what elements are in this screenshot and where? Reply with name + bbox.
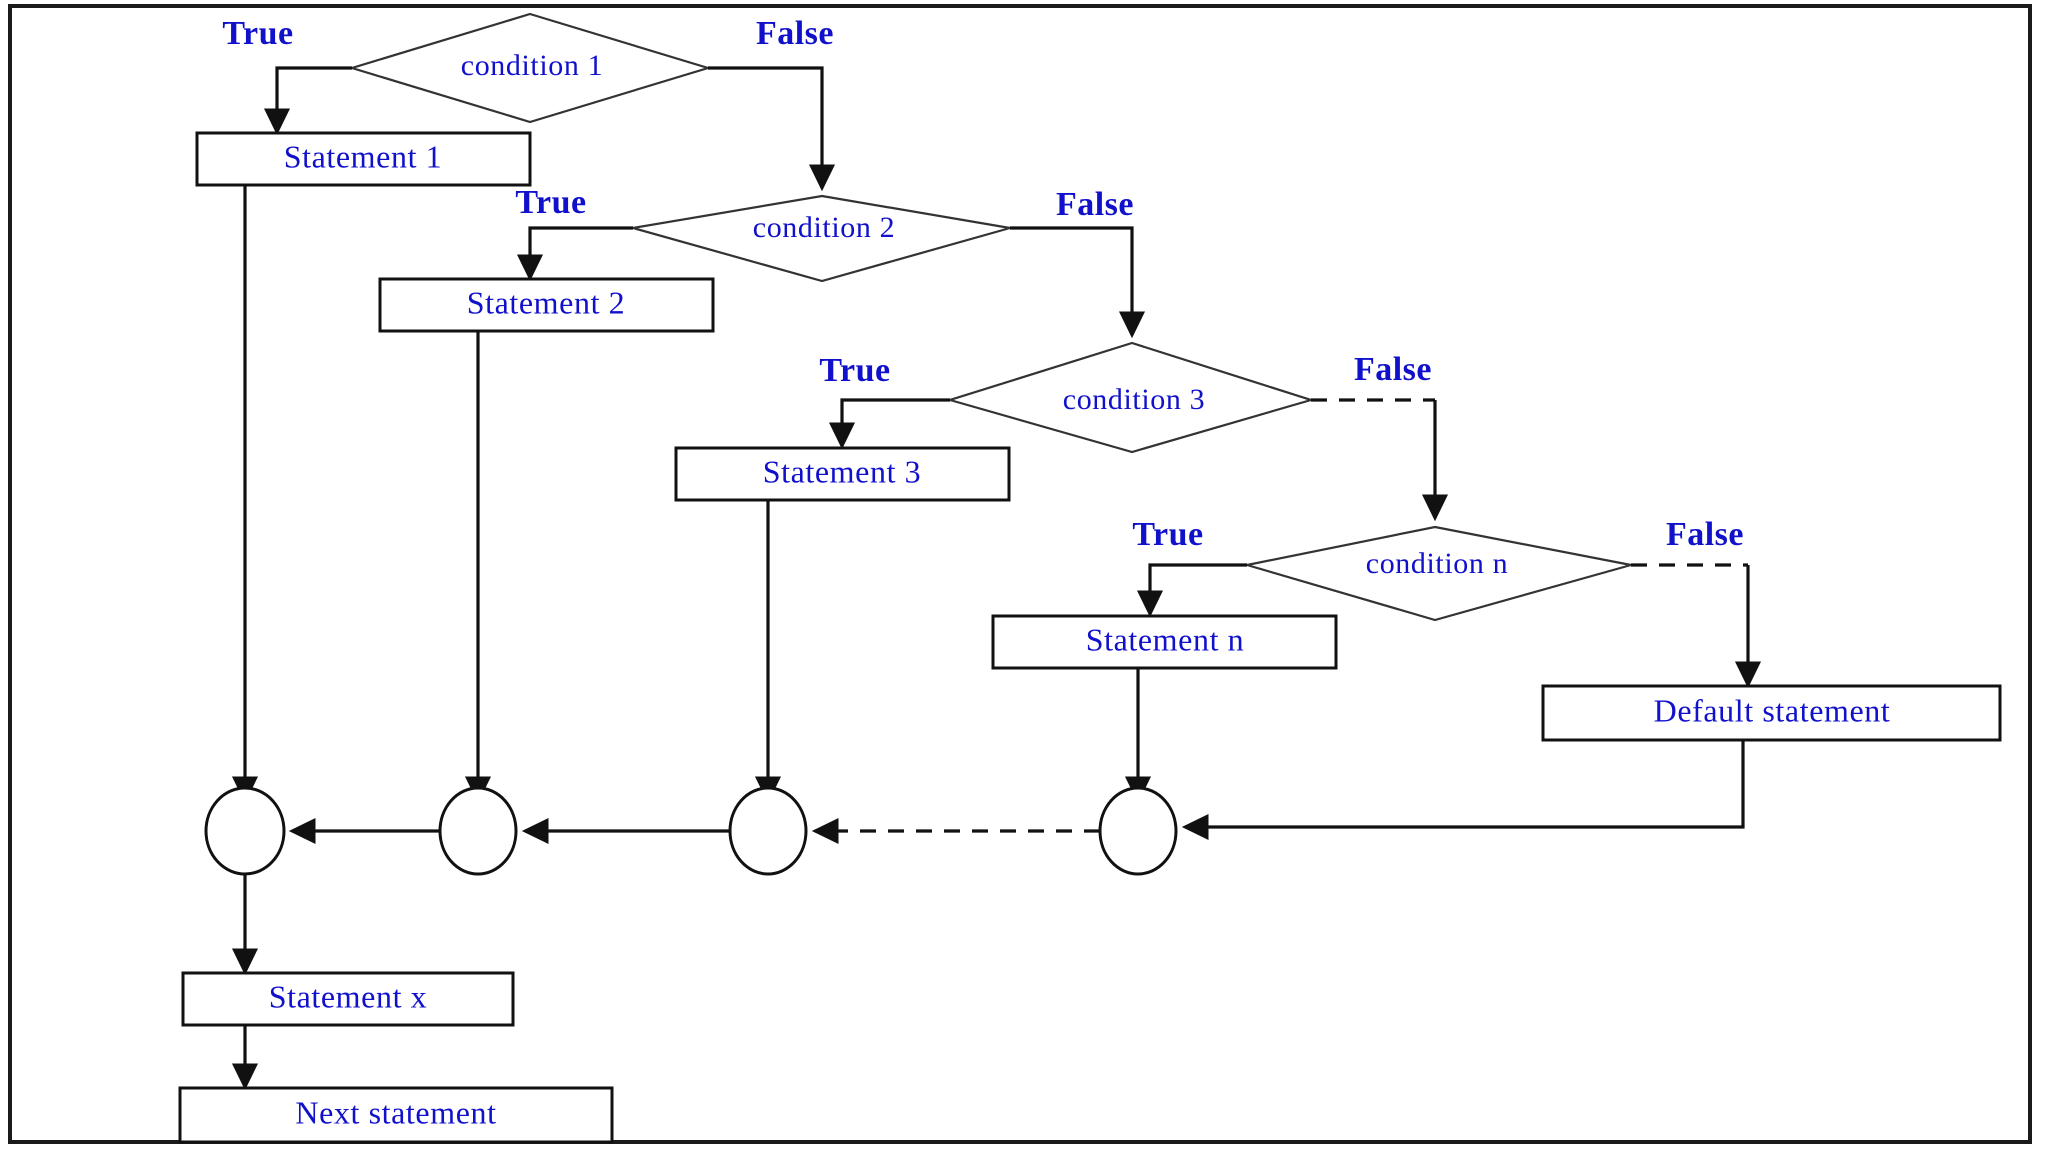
junction-2[interactable] <box>438 786 518 876</box>
condition-3-label: condition 3 <box>1063 383 1205 416</box>
default-statement-label: Default statement <box>1654 692 1891 728</box>
condition-2-diamond[interactable] <box>632 194 1011 283</box>
default-statement-box[interactable] <box>1541 684 2002 742</box>
condition-1-label: condition 1 <box>461 49 603 82</box>
edge-c2-true-to-statement-2 <box>516 226 633 282</box>
process-statement-2[interactable]: Statement 2 <box>378 277 715 333</box>
statement-2-label: Statement 2 <box>467 284 626 320</box>
statement-3-label: Statement 3 <box>763 453 922 489</box>
junction-1-circle[interactable] <box>204 786 286 876</box>
edge-c1-false-to-condition-2 <box>708 66 836 192</box>
condition-n-label: condition n <box>1366 547 1508 580</box>
edge-cn-true-to-statement-n <box>1136 563 1247 618</box>
next-statement-box[interactable] <box>178 1086 614 1144</box>
junction-4-circle[interactable] <box>1098 786 1178 876</box>
statement-2-box[interactable] <box>378 277 715 333</box>
statement-1-box[interactable] <box>195 131 532 187</box>
process-statement-x[interactable]: Statement x <box>181 971 515 1027</box>
statement-n-label: Statement n <box>1086 621 1245 657</box>
condition-3-false-label: False <box>1354 351 1432 388</box>
condition-3-true-label: True <box>819 352 890 389</box>
junction-3[interactable] <box>728 786 808 876</box>
statement-3-box[interactable] <box>674 446 1011 502</box>
edge-default-statement-to-junction-4 <box>1181 740 1745 841</box>
edge-c3-true-to-statement-3 <box>828 398 950 450</box>
junction-2-circle[interactable] <box>438 786 518 876</box>
edge-c1-true-to-statement-1 <box>263 66 352 136</box>
process-statement-n[interactable]: Statement n <box>991 614 1338 670</box>
condition-1-true-label: True <box>222 15 293 52</box>
statement-1-label: Statement 1 <box>284 138 443 174</box>
condition-n-diamond[interactable] <box>1246 525 1632 622</box>
decision-condition-3[interactable]: condition 3 <box>946 341 1315 454</box>
process-statement-1[interactable]: Statement 1 <box>195 131 532 187</box>
condition-1-false-label: False <box>756 15 834 52</box>
next-statement-label: Next statement <box>295 1094 496 1130</box>
process-next-statement[interactable]: Next statement <box>178 1086 614 1144</box>
decision-condition-n[interactable]: condition n <box>1246 525 1632 622</box>
process-statement-3[interactable]: Statement 3 <box>674 446 1011 502</box>
condition-2-true-label: True <box>515 184 586 221</box>
junction-3-circle[interactable] <box>728 786 808 876</box>
junction-4[interactable] <box>1098 786 1178 876</box>
figure-frame <box>8 4 2032 1144</box>
statement-n-box[interactable] <box>991 614 1338 670</box>
condition-1-diamond[interactable] <box>348 12 712 124</box>
edge-c2-false-to-condition-3 <box>1010 226 1146 339</box>
condition-3-diamond[interactable] <box>946 341 1315 454</box>
condition-2-false-label: False <box>1056 186 1134 223</box>
condition-n-true-label: True <box>1132 516 1203 553</box>
decision-condition-1[interactable]: condition 1 <box>348 12 712 124</box>
statement-x-box[interactable] <box>181 971 515 1027</box>
process-default-statement[interactable]: Default statement <box>1541 684 2002 742</box>
condition-2-label: condition 2 <box>753 211 895 244</box>
decision-condition-2[interactable]: condition 2 <box>632 194 1011 283</box>
condition-n-false-label: False <box>1666 516 1744 553</box>
junction-1[interactable] <box>204 786 286 876</box>
statement-x-label: Statement x <box>269 978 428 1014</box>
